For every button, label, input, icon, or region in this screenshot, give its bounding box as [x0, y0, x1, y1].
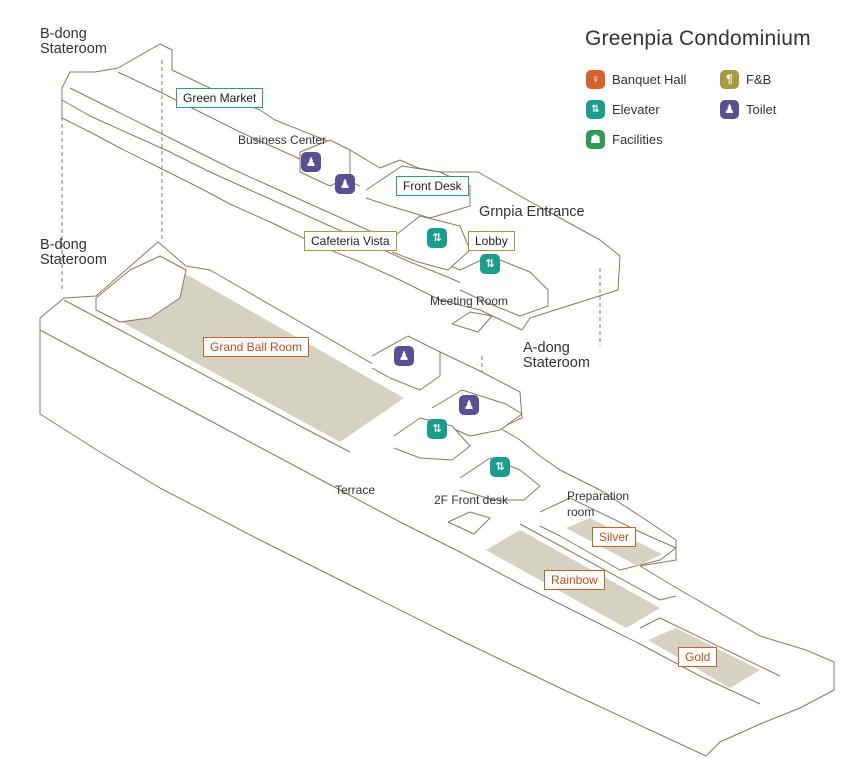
legend-elevator: ⇅ Elevater: [586, 100, 660, 119]
toilet-icon[interactable]: ♟: [335, 174, 355, 194]
elevator-icon: ⇅: [586, 100, 605, 119]
entrance-label: Grnpia Entrance: [479, 204, 585, 220]
toilet-icon[interactable]: ♟: [459, 395, 479, 415]
preparation-line1: Preparation: [567, 489, 630, 503]
preparation-room-label: Preparation room: [567, 488, 629, 520]
b-dong-mid-line2: Stateroom: [40, 252, 107, 268]
stair-lower: [447, 511, 491, 535]
grand-ball-room-tag[interactable]: Grand Ball Room: [203, 337, 310, 357]
room-elev-mid: [393, 417, 471, 461]
b-dong-top-label: B-dong Stateroom: [40, 27, 107, 57]
facilities-icon: ☗: [586, 130, 605, 149]
elevator-icon[interactable]: ⇅: [427, 228, 447, 248]
terrace-label: Terrace: [335, 483, 376, 497]
b-dong-top-line1: B-dong: [40, 26, 87, 42]
green-market-tag[interactable]: Green Market: [176, 88, 264, 108]
elevator-icon[interactable]: ⇅: [480, 254, 500, 274]
legend-fb: ¶ F&B: [720, 70, 771, 89]
meeting-room-label: Meeting Room: [430, 294, 509, 308]
business-center-label: Business Center: [238, 133, 327, 147]
lower-wing-wall-2: [63, 299, 351, 453]
a-dong-line2: Stateroom: [523, 355, 590, 371]
toilet-icon: ♟: [720, 100, 739, 119]
front-desk-tag[interactable]: Front Desk: [396, 176, 469, 196]
banquet-icon: ♀: [586, 70, 605, 89]
upper-wing-wall: [61, 99, 531, 313]
silver-tag[interactable]: Silver: [592, 527, 637, 547]
legend-fb-label: F&B: [746, 72, 772, 87]
legend-facilities: ☗ Facilities: [586, 130, 663, 149]
banquet-divider-2: [639, 617, 781, 677]
elevator-icon[interactable]: ⇅: [490, 457, 510, 477]
toilet-icon[interactable]: ♟: [301, 152, 321, 172]
b-dong-mid-label: B-dong Stateroom: [40, 238, 107, 268]
elevator-icon[interactable]: ⇅: [427, 419, 447, 439]
map-title: Greenpia Condominium: [585, 27, 811, 50]
banquet-divider-1: [519, 523, 677, 601]
legend-elevator-label: Elevater: [612, 102, 660, 117]
preparation-line2: room: [567, 505, 595, 519]
grand-ball-stage: [95, 255, 187, 323]
legend-banquet-label: Banquet Hall: [612, 72, 687, 87]
legend-banquet: ♀ Banquet Hall: [586, 70, 686, 89]
b-dong-top-line2: Stateroom: [40, 41, 107, 57]
stair-upper: [451, 311, 493, 333]
lower-wing-wall: [39, 329, 761, 705]
a-dong-label: A-dong Stateroom: [523, 341, 590, 371]
legend-toilet: ♟ Toilet: [720, 100, 776, 119]
lobby-tag[interactable]: Lobby: [468, 231, 515, 251]
toilet-icon[interactable]: ♟: [394, 346, 414, 366]
legend-facilities-label: Facilities: [612, 132, 663, 147]
a-dong-line1: A-dong: [523, 340, 570, 356]
rainbow-tag[interactable]: Rainbow: [544, 570, 605, 590]
legend-toilet-label: Toilet: [746, 102, 777, 117]
cafeteria-vista-tag[interactable]: Cafeteria Vista: [304, 231, 397, 251]
gold-tag[interactable]: Gold: [678, 647, 718, 667]
b-dong-mid-line1: B-dong: [40, 237, 87, 253]
fork-knife-icon: ¶: [720, 70, 739, 89]
2f-front-desk-label: 2F Front desk: [434, 493, 509, 507]
grand-ball-room-floor: [118, 272, 404, 442]
